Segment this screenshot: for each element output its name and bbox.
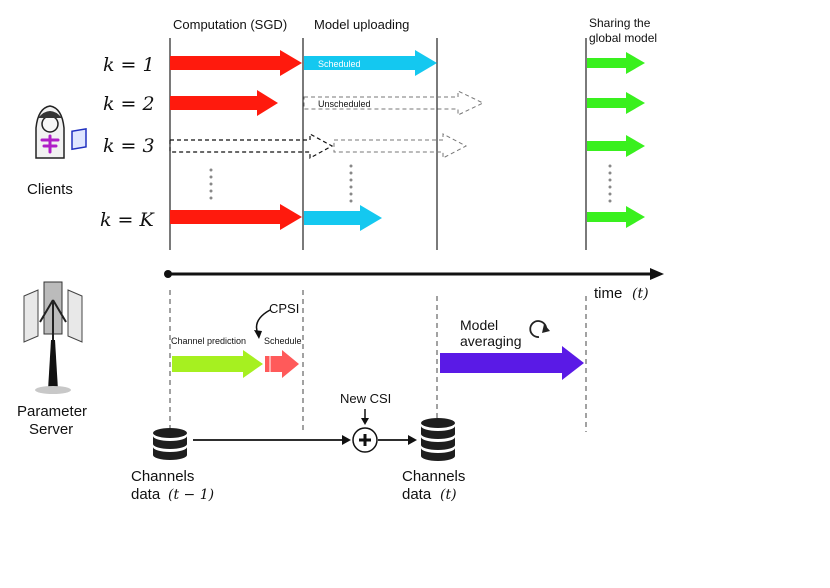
sharing-arrow-kK [587, 206, 645, 228]
sum-output-arrowhead [408, 435, 417, 445]
sharing-arrow-k2 [587, 92, 645, 114]
client-user-icon [35, 105, 87, 159]
row-label-k1: k = 1 [103, 54, 155, 76]
model-averaging-label-1: Model [460, 317, 498, 333]
time-axis-origin [164, 270, 172, 278]
database-icon-prev [153, 428, 187, 460]
computation-arrow-k2 [170, 90, 278, 116]
channels-prev-var: (t − 1) [168, 487, 214, 503]
parameter-server-label-1: Parameter [17, 403, 87, 420]
channels-prev-label-1: Channels [131, 468, 194, 485]
model-averaging-arrow [440, 346, 584, 380]
scheduled-tag: Scheduled [318, 59, 361, 69]
channels-prev-label-2: data [131, 486, 161, 503]
computation-arrow-k1 [170, 50, 302, 76]
model-averaging-label-2: averaging [460, 333, 522, 349]
sharing-arrow-k1 [587, 52, 645, 74]
cpsi-label: CPSI [269, 301, 299, 316]
row-label-kK: k = K [100, 209, 156, 231]
upload-arrow-k1 [304, 50, 437, 76]
upload-arrow-kK [304, 205, 382, 231]
phase-uploading-label: Model uploading [314, 17, 409, 32]
phase-sharing-label-2: global model [589, 31, 657, 45]
computation-arrow-kK [170, 204, 302, 230]
channels-curr-var: (t) [440, 487, 457, 503]
clients-label: Clients [27, 181, 73, 198]
row-label-k3: k = 3 [103, 135, 155, 157]
row-label-k2: k = 2 [103, 93, 155, 115]
plus-icon [359, 434, 371, 446]
channel-prediction-arrow [172, 350, 263, 378]
new-csi-label: New CSI [340, 391, 391, 406]
time-axis-label: time [594, 285, 622, 302]
phase-sharing-label-1: Sharing the [589, 16, 651, 30]
parameter-server-label-2: Server [29, 421, 73, 438]
time-axis-arrowhead [650, 268, 664, 280]
refresh-icon-head [542, 324, 550, 333]
phase-computation-label: Computation (SGD) [173, 17, 287, 32]
upload-arrow-k3-dashed [333, 133, 468, 159]
unscheduled-upload-arrow-k2 [303, 90, 485, 116]
ellipsis-dots [209, 164, 612, 203]
unscheduled-tag: Unscheduled [318, 99, 371, 109]
channel-prediction-label: Channel prediction [171, 336, 246, 346]
parameter-server-antenna-icon [23, 281, 83, 394]
schedule-arrow [265, 350, 299, 378]
channels-flow-arrowhead [342, 435, 351, 445]
sharing-arrow-k3 [587, 135, 645, 157]
server-phase-separators [169, 290, 587, 432]
computation-arrow-k3-dashed [169, 132, 334, 160]
channels-curr-label-1: Channels [402, 468, 465, 485]
channels-curr-label-2: data [402, 486, 432, 503]
cpsi-pointer-head [254, 330, 262, 339]
schedule-label: Schedule [264, 336, 302, 346]
cpsi-pointer-arrow [255, 309, 271, 335]
time-axis-var: (t) [632, 286, 649, 302]
new-csi-arrowhead [361, 418, 369, 425]
database-icon-curr [421, 418, 455, 461]
